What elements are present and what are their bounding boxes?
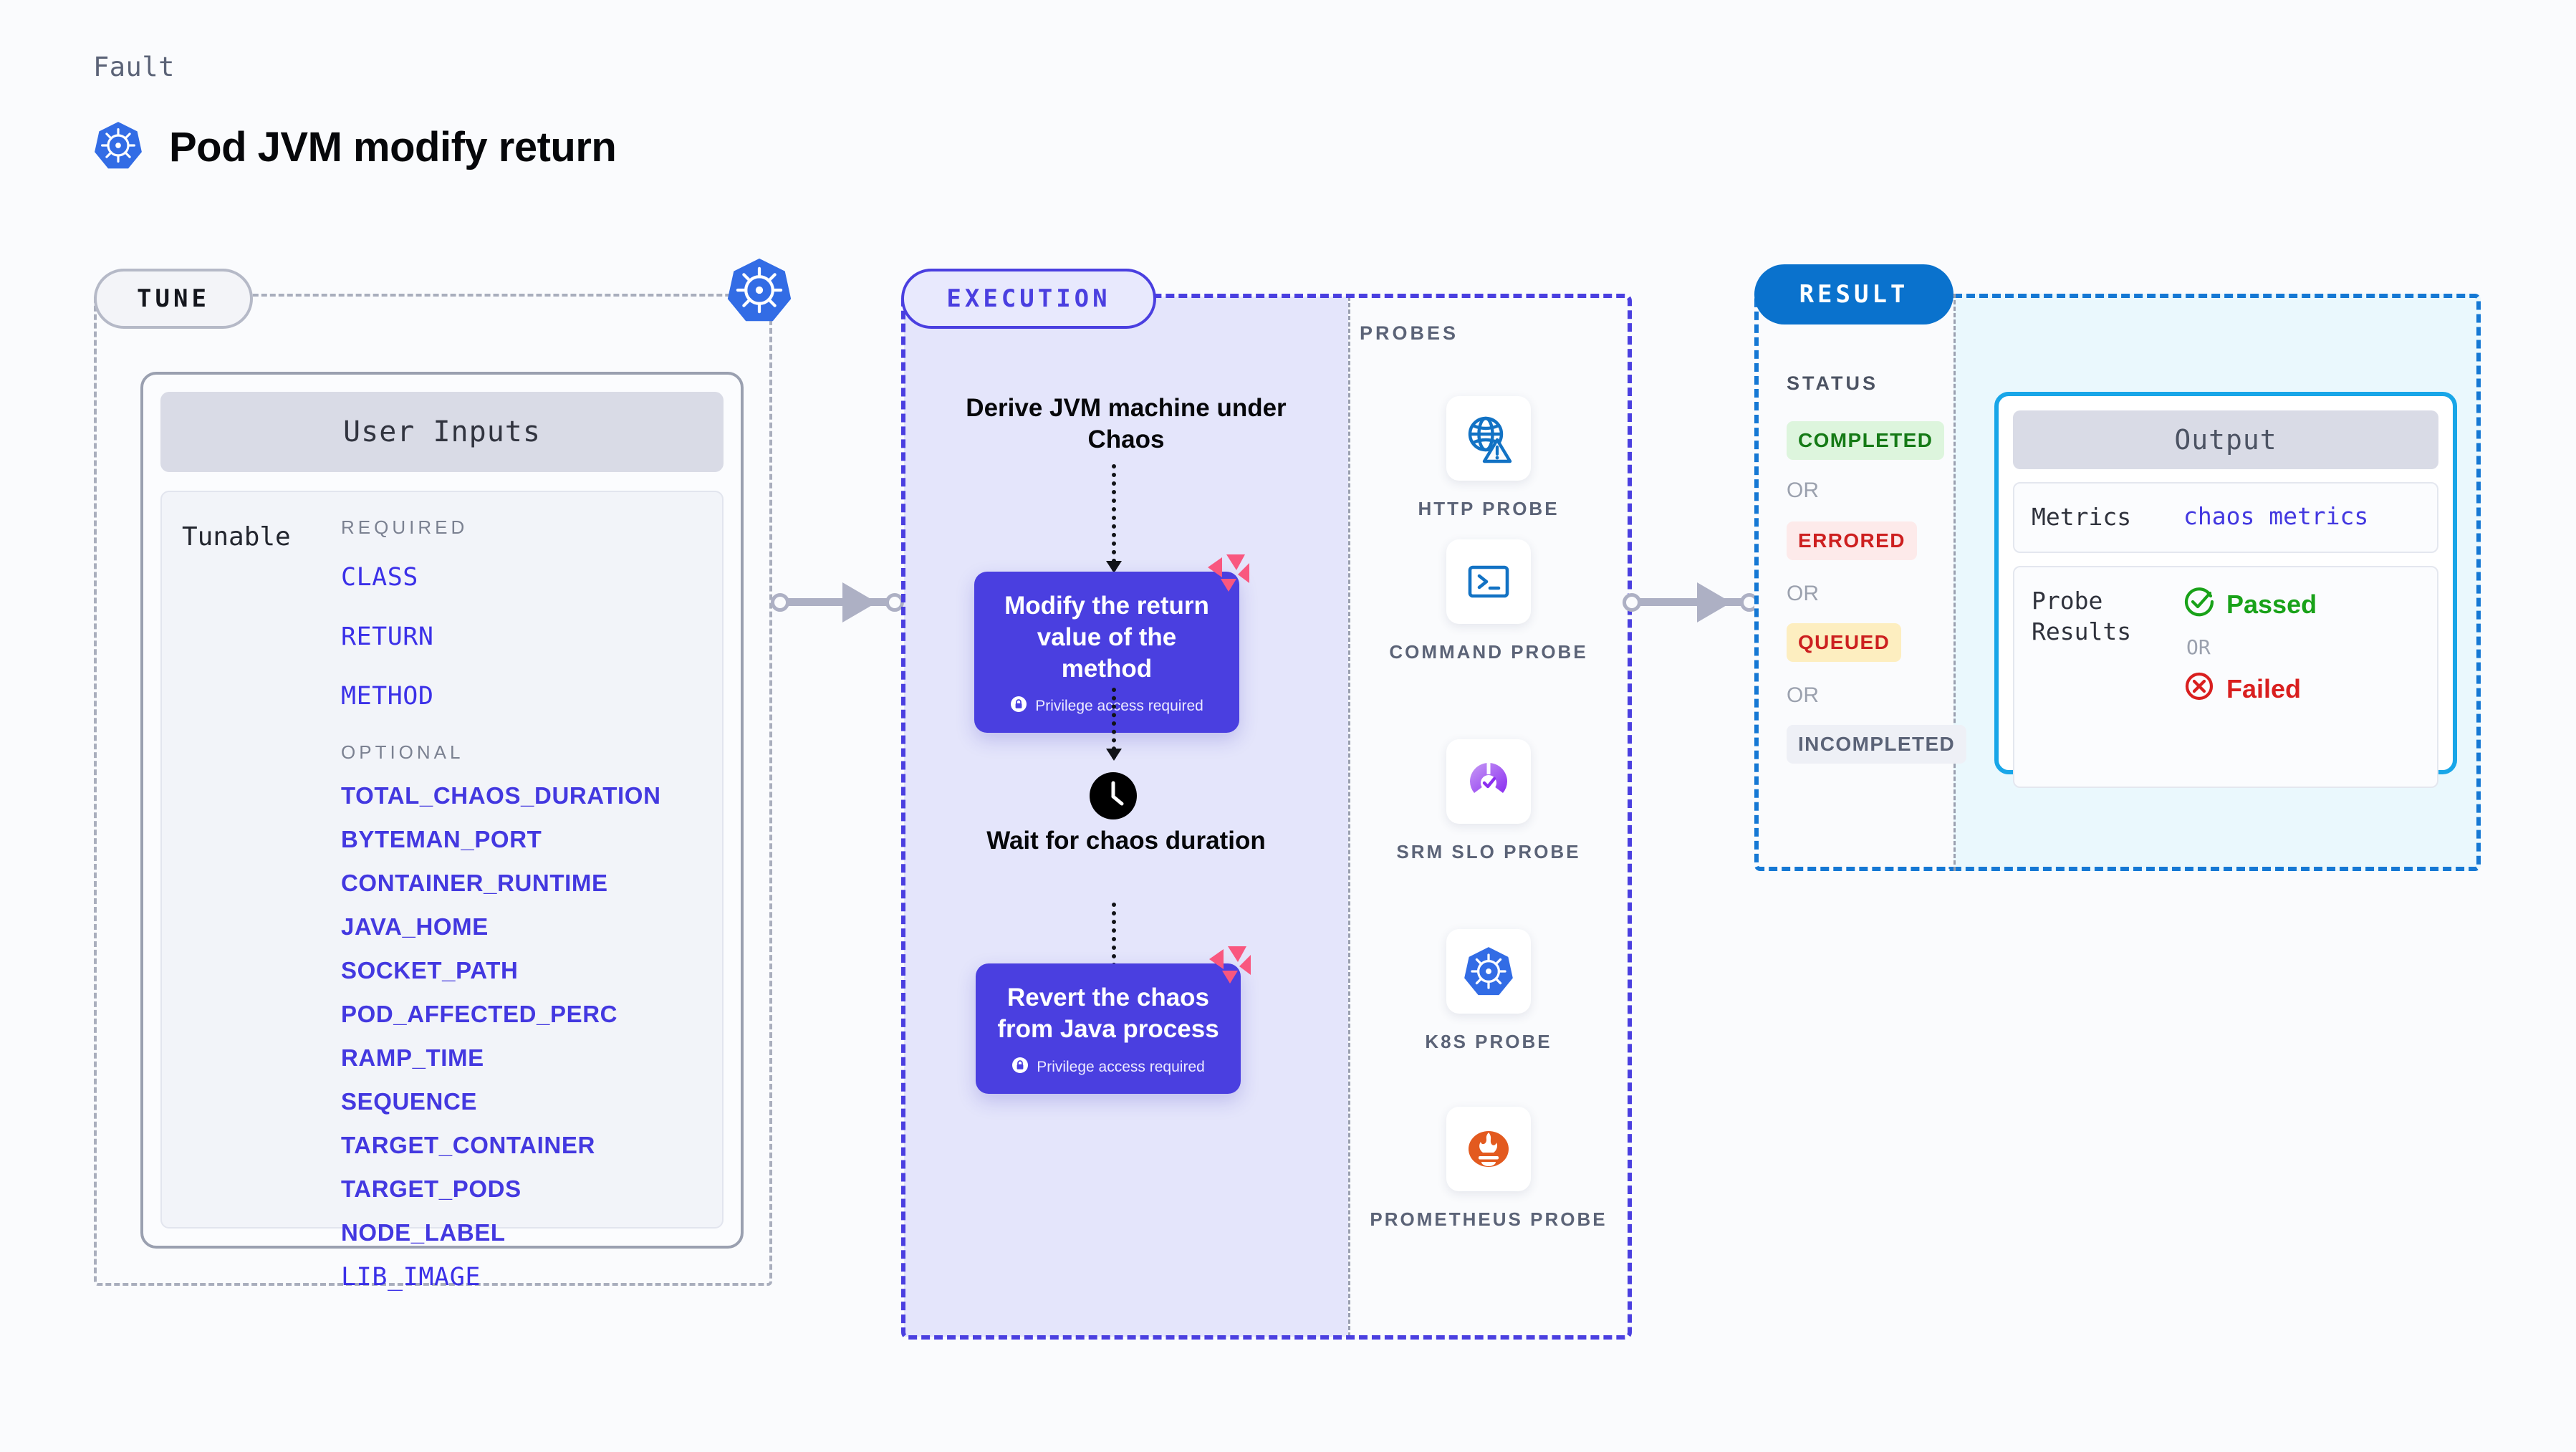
result-divider [1953, 294, 1956, 871]
probe-label: PROMETHEUS PROBE [1370, 1208, 1607, 1230]
probe-prometheus[interactable]: PROMETHEUS PROBE [1348, 1107, 1629, 1232]
clock-icon [1090, 772, 1137, 819]
execution-flow-background [904, 297, 1348, 1337]
param-total-chaos-duration[interactable]: TOTAL_CHAOS_DURATION [341, 782, 661, 809]
privilege-note-text: Privilege access required [1037, 1058, 1205, 1075]
tune-panel [94, 294, 772, 1286]
probe-result-failed: Failed [2183, 670, 2317, 708]
globe-warning-icon [1446, 396, 1531, 481]
probe-label: K8S PROBE [1425, 1031, 1552, 1052]
probe-label: HTTP PROBE [1418, 498, 1559, 519]
tunable-body: Tunable REQUIRED CLASS RETURN METHOD OPT… [160, 491, 724, 1292]
flow-arrow-2 [1106, 688, 1122, 761]
param-target-pods[interactable]: TARGET_PODS [341, 1175, 522, 1202]
page-title: Pod JVM modify return [169, 124, 617, 170]
flow-step-wait-duration: Wait for chaos duration [986, 827, 1266, 855]
probe-results-label: Probe Results [2032, 586, 2132, 645]
kubernetes-logo-icon [726, 256, 793, 324]
connector-dot-start [771, 593, 789, 612]
result-pill-label: RESULT [1754, 264, 1953, 324]
passed-label: Passed [2226, 590, 2317, 620]
probe-result-passed: Passed [2183, 586, 2317, 624]
execution-panel [901, 294, 1632, 1340]
kubernetes-logo-icon [1446, 929, 1531, 1014]
lock-icon [1010, 696, 1027, 717]
status-badge-incompleted: INCOMPLETED [1787, 725, 1967, 764]
status-or-2: OR [1787, 683, 1819, 707]
flow-arrow-1 [1106, 464, 1122, 573]
param-pod-affected-perc[interactable]: POD_AFFECTED_PERC [341, 1001, 618, 1027]
connector-execution-to-result [1623, 577, 1759, 627]
metrics-value[interactable]: chaos metrics [2183, 502, 2369, 530]
privilege-note: Privilege access required [997, 1057, 1219, 1078]
tunable-label: Tunable [182, 522, 291, 552]
arrow-head-icon [1697, 582, 1731, 622]
x-circle-icon [2183, 670, 2215, 708]
probe-label: SRM SLO PROBE [1396, 841, 1581, 862]
probe-result-or: OR [2186, 635, 2211, 659]
connector-tune-to-execution [771, 577, 904, 627]
fault-title-row: Pod JVM modify return [93, 120, 617, 174]
param-container-runtime[interactable]: CONTAINER_RUNTIME [341, 870, 608, 896]
probe-results-values: Passed OR Failed [2183, 586, 2317, 708]
execution-pill-label: EXECUTION [901, 269, 1156, 329]
output-header: Output [2013, 410, 2438, 469]
param-ramp-time[interactable]: RAMP_TIME [341, 1044, 484, 1071]
check-circle-icon [2183, 586, 2215, 624]
status-badge-queued: QUEUED [1787, 623, 1902, 662]
result-status-panel [1754, 294, 1953, 871]
flow-box-title: Modify the return value of the method [1004, 592, 1209, 683]
privilege-note-text: Privilege access required [1035, 698, 1203, 715]
failed-label: Failed [2226, 674, 2302, 704]
param-method[interactable]: METHOD [341, 682, 434, 711]
param-sequence[interactable]: SEQUENCE [341, 1088, 478, 1115]
connector-line [779, 598, 887, 606]
param-socket-path[interactable]: SOCKET_PATH [341, 957, 519, 984]
flow-box-revert-chaos[interactable]: Revert the chaos from Java process Privi… [976, 946, 1251, 1094]
tunable-params-list: REQUIRED CLASS RETURN METHOD OPTIONAL TO… [341, 516, 722, 1292]
param-byteman-port[interactable]: BYTEMAN_PORT [341, 826, 542, 852]
metrics-row: Metrics chaos metrics [2013, 482, 2438, 553]
param-return[interactable]: RETURN [341, 622, 434, 651]
required-group-title: REQUIRED [341, 516, 468, 538]
arrow-head-icon [842, 582, 877, 622]
flow-box-modify-return[interactable]: Modify the return value of the method Pr… [974, 554, 1249, 734]
prometheus-logo-icon [1446, 1107, 1531, 1191]
privilege-note: Privilege access required [996, 696, 1218, 717]
user-inputs-card: User Inputs Tunable REQUIRED CLASS RETUR… [140, 372, 744, 1292]
probe-command[interactable]: COMMAND PROBE [1348, 539, 1629, 665]
probe-label: COMMAND PROBE [1389, 641, 1588, 663]
metrics-label: Metrics [2032, 503, 2132, 531]
param-target-container[interactable]: TARGET_CONTAINER [341, 1132, 595, 1158]
flow-box-title: Revert the chaos from Java process [997, 984, 1219, 1043]
flow-step-derive-jvm: Derive JVM machine under Chaos [966, 394, 1287, 454]
terminal-icon [1446, 539, 1531, 624]
probe-k8s[interactable]: K8S PROBE [1348, 929, 1629, 1054]
param-java-home[interactable]: JAVA_HOME [341, 913, 489, 940]
probes-title: PROBES [1360, 322, 1459, 344]
status-title: STATUS [1787, 372, 1878, 394]
param-node-label[interactable]: NODE_LABEL [341, 1219, 506, 1246]
litmus-logo-icon [1206, 945, 1254, 988]
connector-dot-start [1623, 593, 1641, 612]
tune-pill-label: TUNE [94, 269, 253, 329]
lock-icon [1011, 1057, 1029, 1078]
status-or-1: OR [1787, 582, 1819, 605]
optional-group-title: OPTIONAL [341, 741, 464, 763]
param-lib-image[interactable]: LIB_IMAGE [341, 1263, 481, 1292]
litmus-logo-icon [1205, 553, 1252, 596]
status-badge-errored: ERRORED [1787, 521, 1917, 560]
output-card: Output Metrics chaos metrics Probe Resul… [1994, 392, 2457, 788]
probe-results-row: Probe Results Passed OR [2013, 565, 2438, 788]
connector-line [1631, 598, 1741, 606]
fault-kicker: Fault [93, 52, 175, 82]
srm-slo-gauge-icon [1446, 739, 1531, 824]
kubernetes-logo-icon [93, 120, 143, 174]
status-badge-completed: COMPLETED [1787, 421, 1945, 460]
status-or-0: OR [1787, 479, 1819, 502]
param-class[interactable]: CLASS [341, 563, 418, 592]
probe-http[interactable]: HTTP PROBE [1348, 396, 1629, 521]
user-inputs-header: User Inputs [160, 392, 724, 472]
probe-srm-slo[interactable]: SRM SLO PROBE [1348, 739, 1629, 865]
